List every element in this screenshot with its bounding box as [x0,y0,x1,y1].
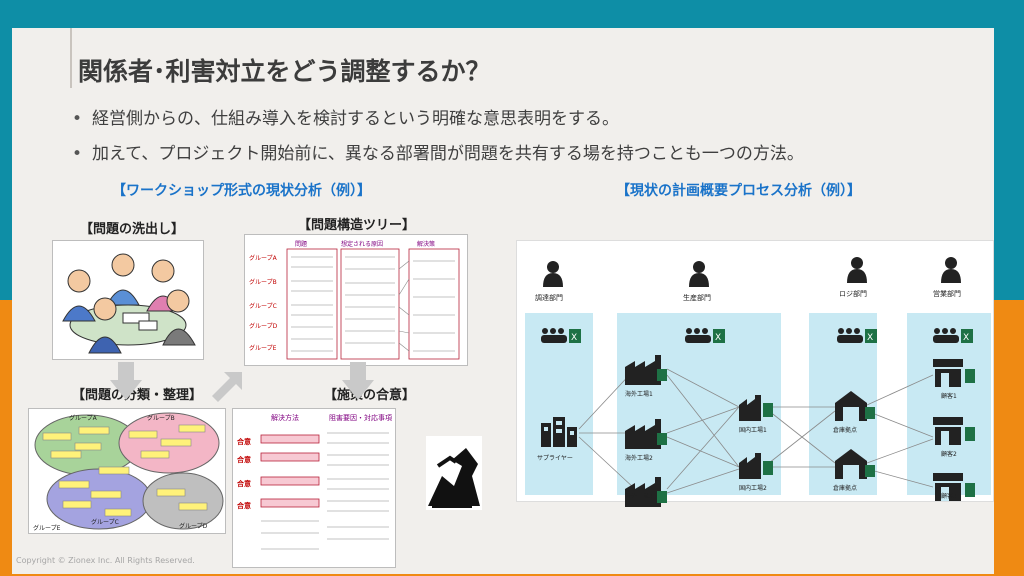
tree-group-label: グループA [249,255,277,262]
venn-label: グループA [69,415,97,422]
team-excel-icon: X [541,328,581,343]
slide: 関係者･利害対立をどう調整するか？ 経営側からの、仕組み導入を検討するという明確… [12,28,994,574]
supplier-building-icon [541,417,577,447]
factory-label: 海外工場1 [625,391,653,398]
step-label-agreement: 【施策の合意】 [324,388,416,403]
agreement-mark: 合意 [237,480,251,488]
venn-classification-diagram: グループA グループB グループC グループD グループE [28,408,226,534]
dept-label: ロジ部門 [839,290,867,298]
meeting-people-icon [62,253,196,354]
factory-icon [739,453,773,479]
tree-header: 想定される原因 [341,241,384,248]
step-label-problems: 【問題の洗出し】 [80,222,185,237]
agreement-table-lines [260,432,389,550]
column-sales [907,313,991,495]
slide-title: 関係者･利害対立をどう調整するか？ [78,57,491,86]
agreement-mark: 合意 [237,502,251,510]
arrow-diagonal-icon [212,372,242,402]
venn-label: グループB [147,415,175,422]
svg-text:X: X [715,333,721,343]
step-label-tree: 【問題構造ツリー】 [298,218,416,233]
flow-lines [578,368,934,494]
person-icon [689,261,709,287]
agreement-header: 解決方法 [271,414,299,422]
warehouse-icon [835,449,875,479]
column-procurement [525,313,593,495]
store-icon [933,473,975,501]
agreement-mark: 合意 [237,438,251,446]
warehouse-label: 倉庫拠点 [833,485,858,492]
bullet-list: 経営側からの、仕組み導入を検討するという明確な意思表明をする。 加えて、プロジェ… [72,104,804,174]
title-accent-line [70,28,72,88]
factory-label: 国内工場2 [739,485,767,492]
customer-label: 顧客1 [941,393,957,400]
agreement-table: 解決方法 阻害要因・対応事項 合意 合意 合意 合意 [232,408,396,568]
svg-text:X: X [963,333,969,343]
team-excel-icon: X [933,328,973,343]
store-icon [933,417,975,445]
factory-icon [625,419,667,449]
dept-label: 調達部門 [535,294,563,302]
dept-label: 生産部門 [683,294,711,302]
svg-text:X: X [867,333,873,343]
copyright-footer: Copyright © Zionex Inc. All Rights Reser… [16,556,195,565]
problem-tree-diagram: 問題 想定される原因 解決策 グループA グループB グループC グループD グ… [244,234,468,366]
dept-label: 営業部門 [933,290,961,298]
warehouse-icon [835,391,875,421]
venn-label: グループE [33,525,61,532]
warehouse-label: 倉庫拠点 [833,427,858,434]
venn-label: グループD [179,523,208,530]
agreement-header: 阻害要因・対応事項 [329,414,392,422]
process-diagram: 調達部門 生産部門 ロジ部門 営業部門 X X X X サプライヤー [516,240,994,507]
venn-label: グループC [91,519,119,526]
tree-structure-lines [286,248,460,360]
step-label-classify: 【問題の分類・整理】 [72,388,203,403]
tree-header: 問題 [295,241,308,248]
factory-icon [625,477,667,507]
customer-label: 顧客3 [941,493,957,500]
agreement-mark: 合意 [237,456,251,464]
arrow-down-icon [342,362,374,400]
workshop-heading: 【ワークショップ形式の現状分析（例）】 [112,183,371,199]
tree-group-label: グループC [249,303,277,310]
handshake-icon [426,436,482,510]
process-heading: 【現状の計画概要プロセス分析（例）】 [616,183,861,199]
arrow-down-icon [110,362,142,400]
meeting-illustration [52,240,204,360]
person-icon [847,257,867,283]
factory-label: 海外工場2 [625,455,653,462]
tree-group-label: グループD [249,323,278,330]
team-excel-icon: X [685,328,725,343]
store-icon [933,359,975,387]
tree-group-label: グループE [249,345,277,352]
person-icon [941,257,961,283]
bullet-item: 経営側からの、仕組み導入を検討するという明確な意思表明をする。 [72,104,804,129]
tree-header: 解決策 [417,241,436,248]
person-icon [543,261,563,287]
venn-ellipses [34,412,224,530]
factory-label: 国内工場1 [739,427,767,434]
svg-text:X: X [571,333,577,343]
customer-label: 顧客2 [941,451,957,458]
factory-icon [625,355,667,385]
factory-icon [739,395,773,421]
tree-group-label: グループB [249,279,277,286]
bullet-item: 加えて、プロジェクト開始前に、異なる部署間が問題を共有する場を持つことも一つの方… [72,139,804,164]
team-excel-icon: X [837,328,877,343]
factory-label: 海外工場3 [625,493,653,500]
supplier-label: サプライヤー [537,455,573,462]
